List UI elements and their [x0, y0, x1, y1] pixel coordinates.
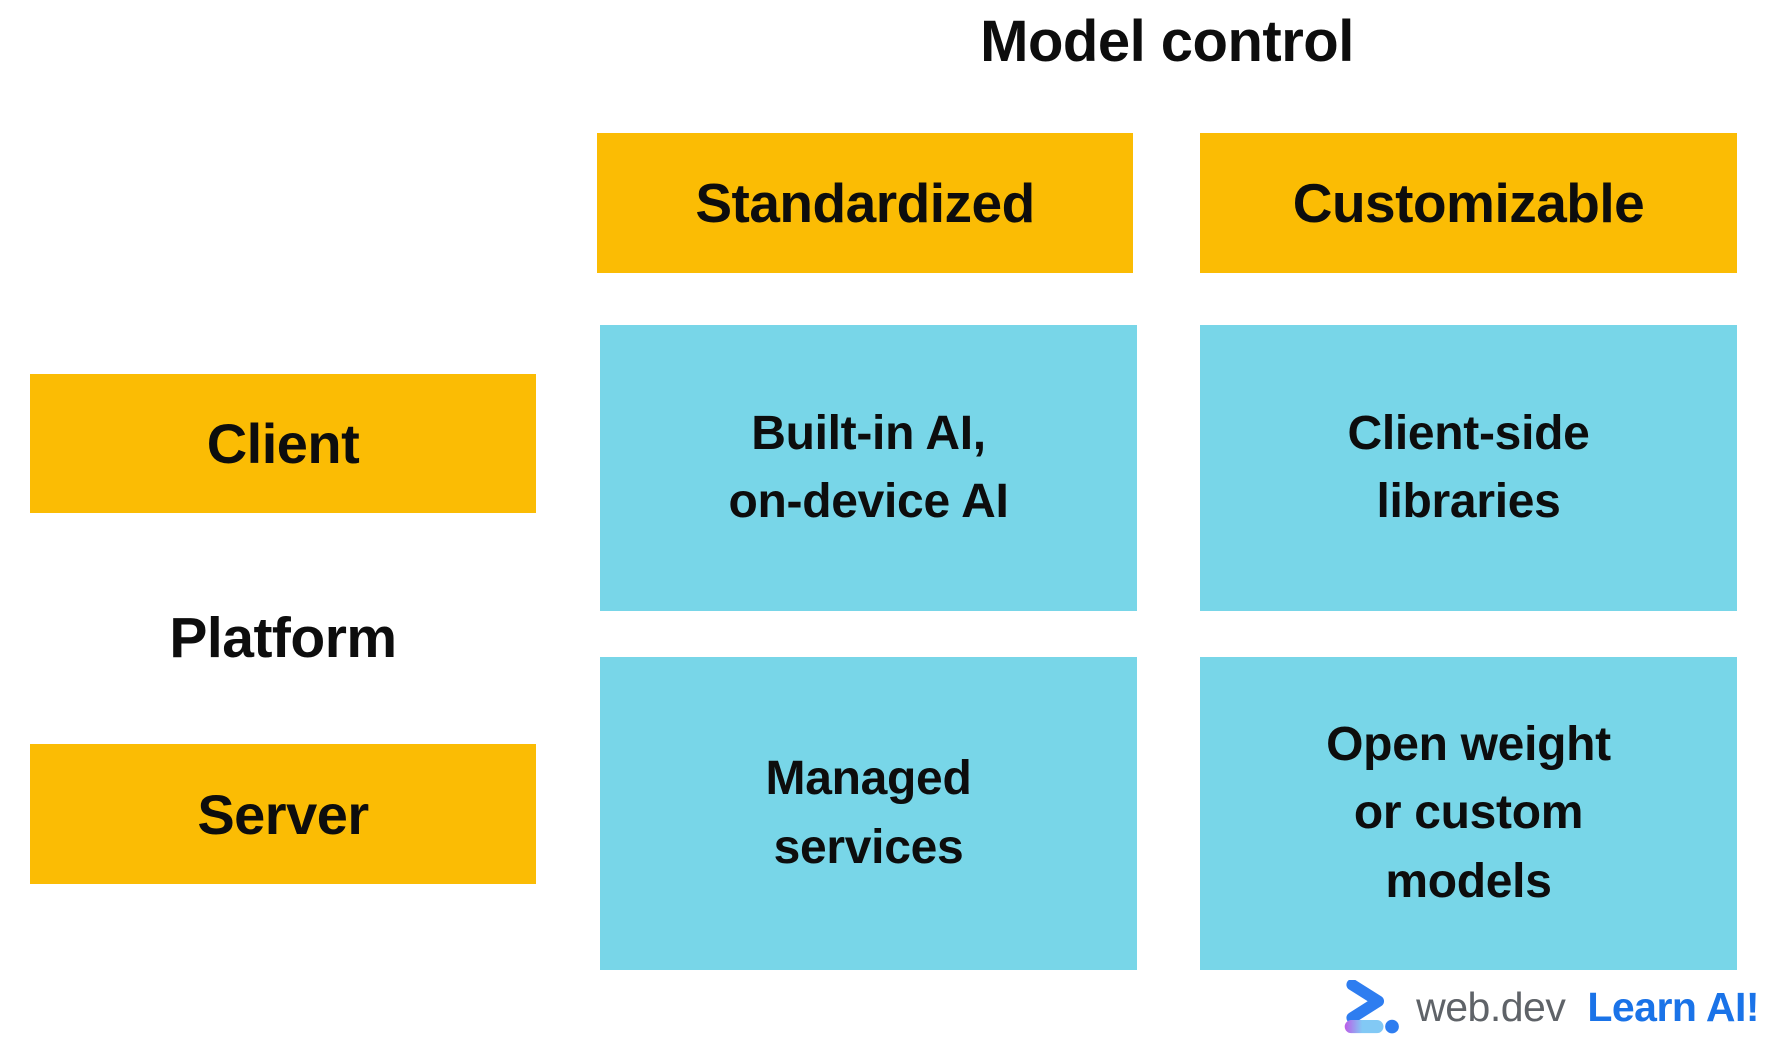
row-header-server: Server — [30, 744, 536, 884]
cell-server-standardized: Managed services — [600, 657, 1137, 970]
row-axis-title: Platform — [169, 606, 397, 670]
webdev-logo-icon — [1344, 979, 1399, 1033]
footer-branding: web.dev Learn AI! — [1343, 978, 1759, 1036]
cell-server-customizable: Open weight or custom models — [1200, 657, 1737, 970]
cell-client-customizable: Client-side libraries — [1200, 325, 1737, 611]
cell-client-standardized: Built-in AI, on-device AI — [600, 325, 1137, 611]
learn-ai-link[interactable]: Learn AI! — [1587, 983, 1759, 1030]
column-axis-title: Model control — [980, 9, 1354, 74]
column-header-standardized: Standardized — [597, 133, 1133, 273]
column-header-customizable: Customizable — [1200, 133, 1737, 273]
webdev-brand-text: web.dev — [1416, 983, 1566, 1030]
row-header-client: Client — [30, 374, 536, 513]
